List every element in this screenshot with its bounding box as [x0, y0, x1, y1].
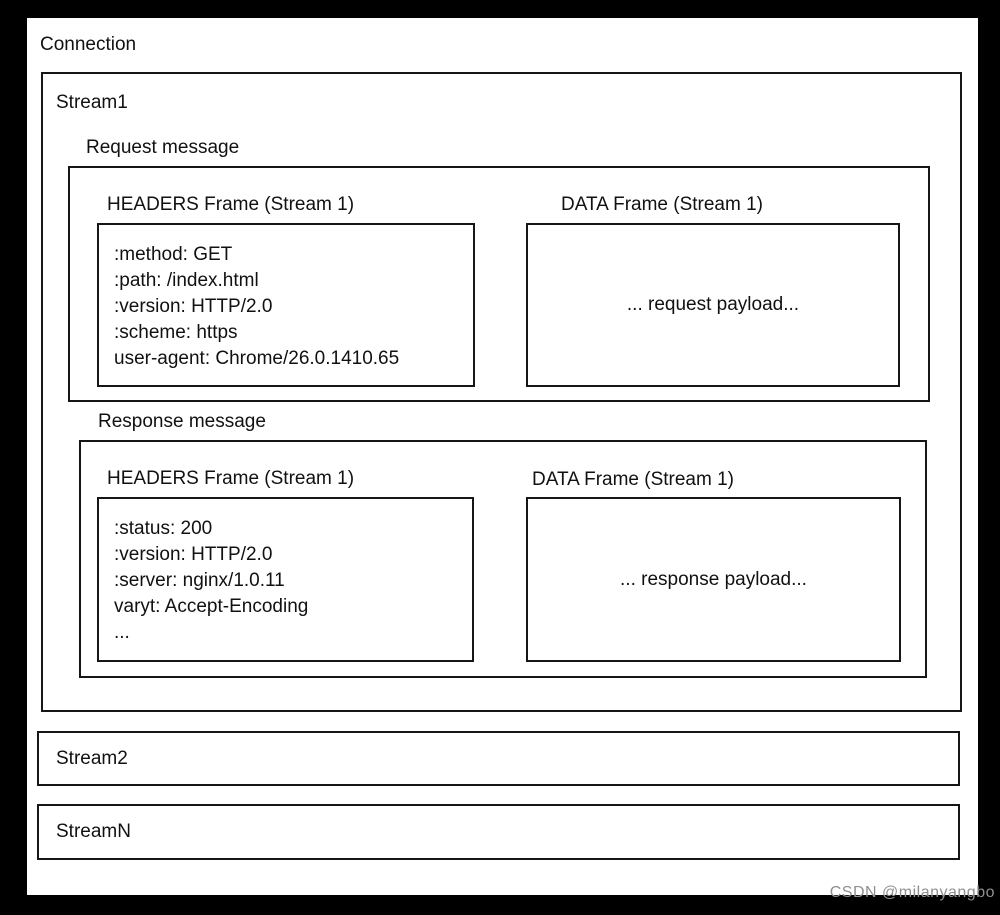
- header-line: :version: HTTP/2.0: [114, 296, 273, 317]
- streamN-label: StreamN: [56, 821, 131, 842]
- request-data-frame-title: DATA Frame (Stream 1): [561, 194, 763, 215]
- header-line: :method: GET: [114, 244, 233, 265]
- response-data-frame-box: ... response payload...: [526, 497, 901, 662]
- response-message-box: HEADERS Frame (Stream 1) :status: 200 :v…: [79, 440, 927, 678]
- header-line: user-agent: Chrome/26.0.1410.65: [114, 348, 400, 369]
- header-line: :server: nginx/1.0.11: [114, 570, 285, 591]
- response-headers-frame-box: :status: 200 :version: HTTP/2.0 :server:…: [97, 497, 474, 662]
- response-headers-frame-title: HEADERS Frame (Stream 1): [107, 468, 355, 489]
- header-line: :version: HTTP/2.0: [114, 544, 273, 565]
- header-line: :path: /index.html: [114, 270, 259, 291]
- response-header-lines: :status: 200 :version: HTTP/2.0 :server:…: [114, 516, 464, 646]
- connection-container: Connection Stream1 Request message HEADE…: [27, 18, 978, 895]
- streamN-box: StreamN: [37, 804, 960, 860]
- request-header-lines: :method: GET :path: /index.html :version…: [114, 242, 465, 372]
- stream1-box: Stream1 Request message HEADERS Frame (S…: [41, 72, 962, 712]
- stream1-label: Stream1: [56, 92, 128, 113]
- header-line: :scheme: https: [114, 322, 238, 343]
- stream2-label: Stream2: [56, 747, 128, 769]
- connection-label: Connection: [40, 34, 137, 55]
- stream2-box: Stream2: [37, 731, 960, 786]
- request-message-box: HEADERS Frame (Stream 1) :method: GET :p…: [68, 166, 930, 402]
- response-data-frame-title: DATA Frame (Stream 1): [532, 469, 734, 490]
- request-payload-text: ... request payload...: [626, 294, 800, 315]
- request-headers-frame-box: :method: GET :path: /index.html :version…: [97, 223, 475, 387]
- response-payload-text: ... response payload...: [620, 568, 807, 590]
- request-message-label: Request message: [86, 137, 240, 158]
- csdn-watermark: CSDN @milanyangbo: [829, 884, 995, 901]
- header-line: ...: [114, 622, 130, 643]
- response-message-label: Response message: [98, 411, 266, 432]
- request-headers-frame-title: HEADERS Frame (Stream 1): [107, 194, 355, 215]
- header-line: varyt: Accept-Encoding: [114, 596, 309, 617]
- request-data-frame-box: ... request payload...: [526, 223, 900, 387]
- header-line: :status: 200: [114, 518, 213, 539]
